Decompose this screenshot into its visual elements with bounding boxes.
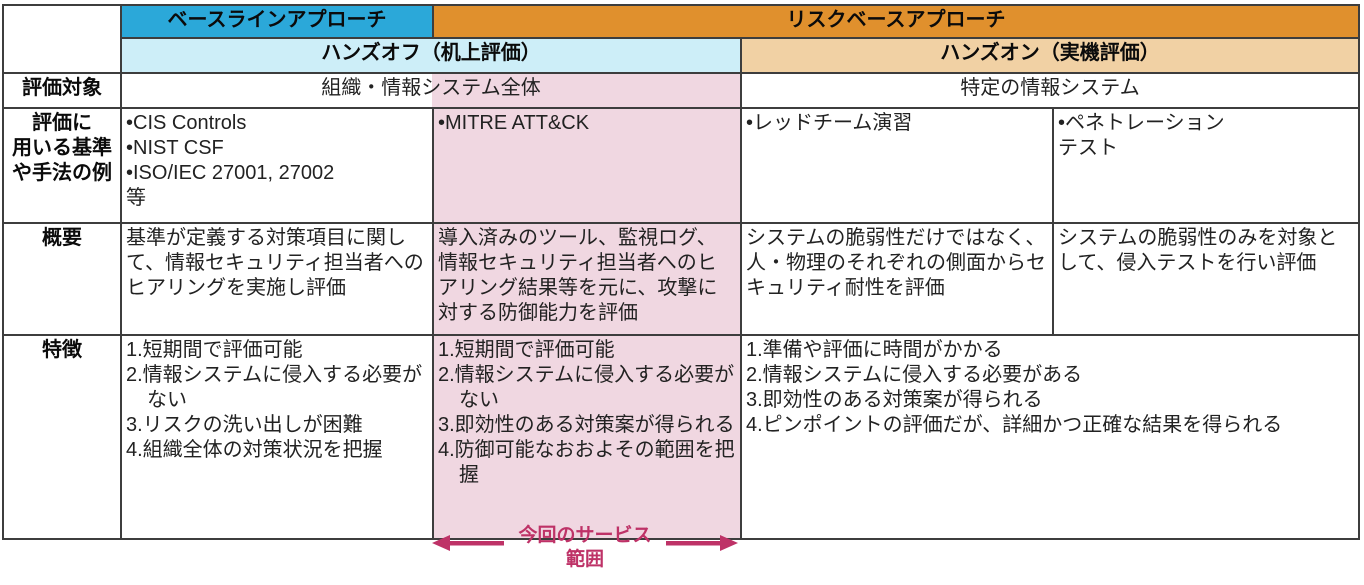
approach-header-row: ベースラインアプローチ リスクベースアプローチ [2, 4, 1361, 74]
target-row-label: 評価対象 [2, 72, 122, 109]
overview-baseline-cell: 基準が定義する対策項目に関して、情報セキュリティ担当者へのヒアリングを実施し評価 [120, 222, 434, 336]
overview-pentest-cell: システムの脆弱性のみを対象として、侵入テストを行い評価 [1051, 222, 1361, 336]
overview-mitre-cell: 導入済みのツール、監視ログ、情報セキュリティ担当者へのヒアリング結果等を元に、攻… [432, 222, 742, 336]
feature-item: 2.情報システムに侵入する必要がない [126, 364, 423, 411]
feature-item: 4.ピンポイントの評価だが、詳細かつ正確な結果を得られる [746, 414, 1283, 436]
feature-item: 1.短期間で評価可能 [438, 339, 615, 361]
comparison-table: ベースラインアプローチ リスクベースアプローチ ハンズオフ（机上評価） ハンズオ… [2, 4, 1361, 540]
standards-redteam-cell: •レッドチーム演習 [740, 107, 1054, 224]
overview-row-label: 概要 [2, 222, 122, 336]
hands-header-row: ハンズオフ（机上評価） ハンズオン（実機評価） [3, 37, 1361, 74]
features-baseline-cell: 1.短期間で評価可能 2.情報システムに侵入する必要がない 3.リスクの洗い出しが困… [120, 334, 434, 540]
feature-item: 3.即効性のある対策案が得られる [746, 389, 1043, 411]
baseline-approach-header: ベースラインアプローチ [120, 4, 434, 39]
riskbased-approach-header: リスクベースアプローチ [431, 4, 1361, 39]
features-row-label: 特徴 [2, 334, 122, 540]
standards-baseline-cell: •CIS Controls •NIST CSF •ISO/IEC 27001, … [120, 107, 434, 224]
service-scope-annotation: 今回のサービス 範囲 [432, 524, 738, 572]
target-right-cell: 特定の情報システム [739, 72, 1361, 109]
feature-item: 3.即効性のある対策案が得られる [438, 414, 735, 436]
feature-item: 4.防御可能なおおよその範囲を把握 [438, 439, 735, 486]
feature-item: 2.情報システムに侵入する必要がある [746, 364, 1083, 386]
corner-cell [2, 4, 122, 74]
features-mitre-cell: 1.短期間で評価可能 2.情報システムに侵入する必要がない 3.即効性のある対策案が… [432, 334, 742, 540]
feature-item: 1.短期間で評価可能 [126, 339, 303, 361]
target-left-cell: 組織・情報システム全体 [120, 72, 742, 109]
feature-item: 1.準備や評価に時間がかかる [746, 339, 1003, 361]
overview-redteam-cell: システムの脆弱性だけではなく、人・物理のそれぞれの側面からセキュリティ耐性を評価 [740, 222, 1054, 336]
left-arrow-icon [432, 534, 504, 557]
service-scope-line1: 今回のサービス [518, 525, 652, 546]
handson-header: ハンズオン（実機評価） [739, 37, 1361, 74]
standards-row: 評価に 用いる基準 や手法の例 •CIS Controls •NIST CSF … [2, 107, 1361, 224]
right-arrow-icon [666, 534, 738, 557]
overview-row: 概要 基準が定義する対策項目に関して、情報セキュリティ担当者へのヒアリングを実施… [2, 222, 1361, 336]
standards-row-label: 評価に 用いる基準 や手法の例 [2, 107, 122, 224]
feature-item: 3.リスクの洗い出しが困難 [126, 414, 363, 436]
feature-item: 2.情報システムに侵入する必要がない [438, 364, 735, 411]
standards-mitre-cell: •MITRE ATT&CK [432, 107, 742, 224]
features-handson-cell: 1.準備や評価に時間がかかる 2.情報システムに侵入する必要がある 3.即効性のある… [739, 334, 1361, 540]
service-scope-text: 今回のサービス 範囲 [504, 524, 666, 572]
service-scope-line2: 範囲 [565, 549, 604, 570]
features-row: 特徴 1.短期間で評価可能 2.情報システムに侵入する必要がない 3.リスクの洗い出… [2, 334, 1361, 540]
target-row: 評価対象 組織・情報システム全体 特定の情報システム [2, 72, 1361, 109]
handsoff-header: ハンズオフ（机上評価） [120, 37, 742, 74]
feature-item: 4.組織全体の対策状況を把握 [126, 439, 383, 461]
standards-pentest-cell: •ペネトレーション テスト [1051, 107, 1361, 224]
